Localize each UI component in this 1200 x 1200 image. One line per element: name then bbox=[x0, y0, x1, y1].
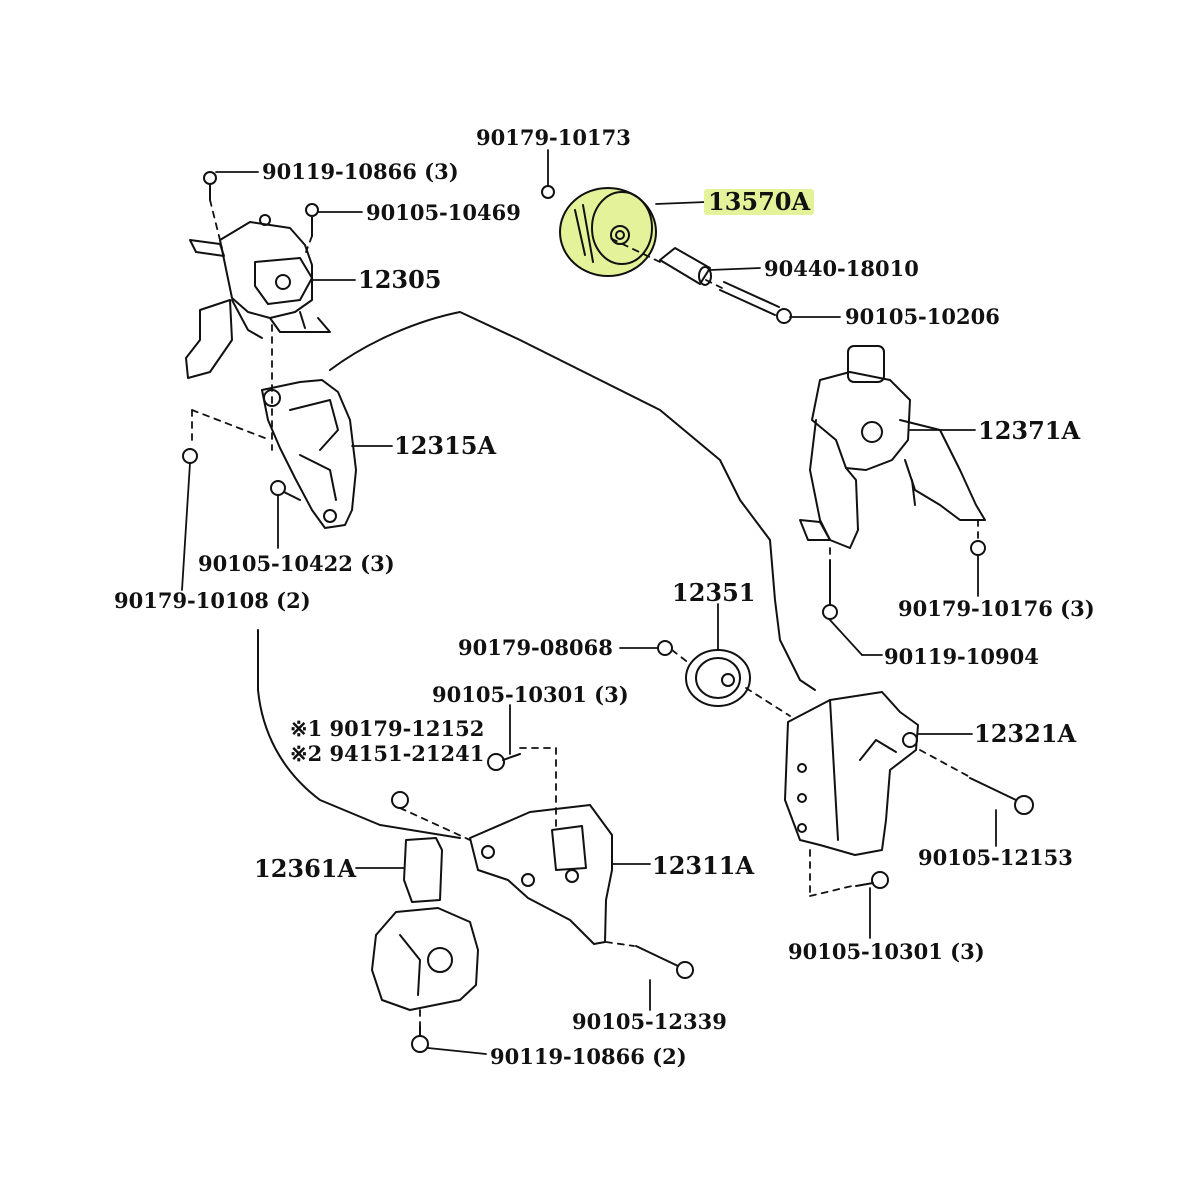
part-12321A-bracket bbox=[784, 691, 919, 856]
label-90119-10904: 90119-10904 bbox=[884, 644, 1039, 669]
dashed-leaders bbox=[191, 199, 979, 1027]
label-90179-10176-3: 90179-10176 (3) bbox=[898, 596, 1095, 621]
label-90179-10173: 90179-10173 bbox=[476, 125, 631, 150]
part-12371A-mount bbox=[799, 345, 986, 549]
label-90105-12153: 90105-12153 bbox=[918, 845, 1073, 870]
label-90179-12152: ※1 90179-12152 bbox=[290, 716, 485, 741]
engine-outline bbox=[329, 311, 816, 691]
label-12315A: 12315A bbox=[394, 431, 497, 460]
label-90105-10469: 90105-10469 bbox=[366, 200, 521, 225]
part-12361A-mount bbox=[371, 837, 479, 1011]
label-13570A: 13570A bbox=[704, 189, 815, 215]
part-12315A-bracket bbox=[261, 379, 357, 529]
part-90440-18010-spacer bbox=[659, 247, 712, 286]
label-90105-10301-3-upper: 90105-10301 (3) bbox=[432, 682, 629, 707]
label-90105-10301-3-lower: 90105-10301 (3) bbox=[788, 939, 985, 964]
fasteners bbox=[182, 171, 1034, 1053]
label-leaders bbox=[181, 149, 997, 1055]
part-90105-10206-bolt bbox=[719, 281, 792, 324]
label-90119-10866-2: 90119-10866 (2) bbox=[490, 1044, 687, 1069]
engine-outline-lower bbox=[257, 629, 461, 839]
label-90105-12339: 90105-12339 bbox=[572, 1009, 727, 1034]
label-12321A: 12321A bbox=[974, 719, 1077, 748]
label-12311A: 12311A bbox=[652, 851, 755, 880]
label-94151-21241: ※2 94151-21241 bbox=[290, 741, 485, 766]
label-90105-10206: 90105-10206 bbox=[845, 304, 1000, 329]
label-90119-10866-3: 90119-10866 (3) bbox=[262, 159, 459, 184]
part-12311A-bracket bbox=[469, 804, 613, 945]
label-90440-18010: 90440-18010 bbox=[764, 256, 919, 281]
label-90105-10422-3: 90105-10422 (3) bbox=[198, 551, 395, 576]
label-90179-10108-2: 90179-10108 (2) bbox=[114, 588, 311, 613]
label-12371A: 12371A bbox=[978, 416, 1081, 445]
label-12361A: 12361A bbox=[254, 854, 357, 883]
part-12305-engine-mount bbox=[185, 214, 331, 379]
label-12351: 12351 bbox=[672, 578, 756, 607]
part-12351-damper bbox=[685, 649, 751, 707]
label-12305: 12305 bbox=[358, 265, 442, 294]
part-13570A-pulley bbox=[559, 187, 657, 277]
label-90179-08068: 90179-08068 bbox=[458, 635, 613, 660]
